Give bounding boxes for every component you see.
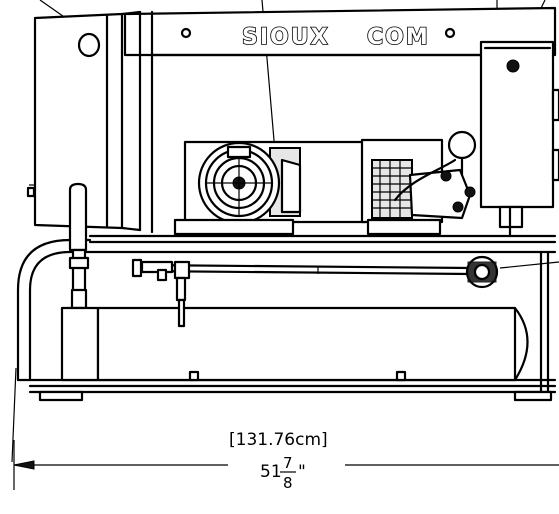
pressure-gauge-icon — [447, 130, 477, 160]
brand-right: COM — [367, 25, 430, 50]
indicator-light-icon — [506, 59, 520, 73]
tank-top-panel: SIOUX COM — [123, 6, 557, 234]
dimension-imperial-whole: 51 — [260, 462, 282, 482]
sight-glass-icon — [77, 32, 101, 58]
dimension-annotation: [131.76cm] 51 7 8 " — [13, 430, 559, 492]
control-box — [479, 40, 559, 238]
dimension-imperial-unit: " — [298, 462, 306, 482]
brand-left: SIOUX — [242, 25, 330, 50]
electric-motor — [173, 140, 367, 236]
bolt-icon — [180, 27, 192, 39]
fuel-tank — [60, 306, 529, 382]
end-cap-housing — [26, 10, 142, 232]
dimension-metric: [131.76cm] — [229, 430, 328, 450]
pump-assembly — [360, 130, 477, 236]
pump-cooling-fins — [372, 160, 412, 218]
vertical-pipe — [68, 182, 90, 310]
main-frame — [16, 234, 557, 402]
dimension-imperial-numerator: 7 — [283, 454, 293, 472]
dimension-imperial-denominator: 8 — [283, 474, 293, 492]
frame-foot — [38, 390, 84, 402]
hose-rod — [131, 255, 499, 328]
bolt-icon — [444, 27, 456, 39]
frame-foot — [513, 390, 553, 402]
